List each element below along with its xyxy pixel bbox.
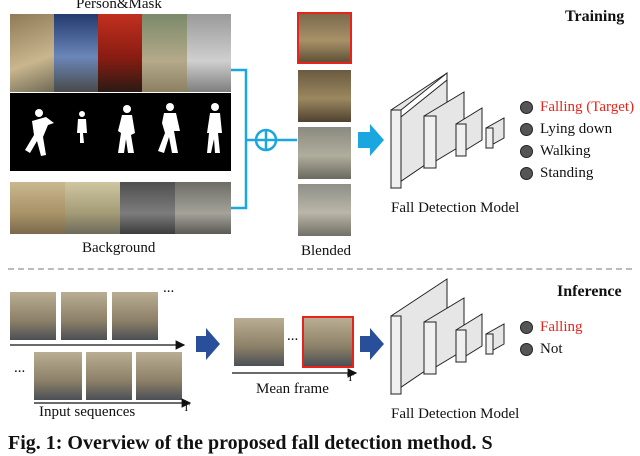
background-photo <box>120 182 175 234</box>
training-title: Training <box>565 8 625 25</box>
inference-title: Inference <box>557 283 622 300</box>
class-item-falling: Falling <box>520 316 583 338</box>
input-frame <box>86 352 132 400</box>
input-frame <box>61 292 107 340</box>
class-label: Lying down <box>540 120 613 137</box>
class-item-lying-down: Lying down <box>520 118 634 140</box>
person-photo <box>98 14 142 92</box>
class-item-standing: Standing <box>520 162 634 184</box>
silhouette-masks <box>25 103 222 156</box>
training-arrow-icon <box>358 124 384 156</box>
bullet-dot-icon <box>520 166 533 180</box>
inference-model-label: Fall Detection Model <box>391 406 520 422</box>
background-label: Background <box>82 240 156 256</box>
class-label: Falling (Target) <box>540 98 635 115</box>
input-sequences-label: Input sequences <box>39 404 136 420</box>
mask-strip <box>10 93 231 171</box>
ellipsis: ... <box>14 360 26 376</box>
training-model-icon <box>390 71 505 189</box>
inference-class-list: Falling Not <box>520 316 583 360</box>
class-item-not: Not <box>520 338 583 360</box>
bullet-dot-icon <box>520 122 533 136</box>
section-divider <box>8 268 632 270</box>
class-label: Not <box>540 340 563 357</box>
background-photo <box>65 182 120 234</box>
figure-caption: Fig. 1: Overview of the proposed fall de… <box>8 432 493 454</box>
blended-target-frame <box>297 12 352 64</box>
time-axis-label: T <box>183 402 190 414</box>
inference-model-icon <box>390 278 505 395</box>
inference-arrow-icon <box>360 328 384 360</box>
class-label: Standing <box>540 164 594 181</box>
blended-frame <box>298 184 351 236</box>
blended-label: Blended <box>301 243 351 259</box>
input-frame <box>10 292 56 340</box>
bullet-dot-icon <box>520 144 533 158</box>
background-photo-strip <box>10 182 231 234</box>
class-label: Falling <box>540 318 583 335</box>
background-photo <box>10 182 65 234</box>
mean-frame <box>234 318 284 366</box>
person-mask-label: Person&Mask <box>76 0 162 12</box>
bullet-dot-icon <box>520 100 533 114</box>
class-label: Walking <box>540 142 591 159</box>
time-axis-label: T <box>347 372 354 384</box>
input-frame <box>136 352 182 400</box>
input-frame <box>34 352 82 400</box>
ellipsis: ... <box>287 328 299 344</box>
mean-frame-label: Mean frame <box>256 381 329 397</box>
blended-frame <box>298 127 351 179</box>
inference-arrow-icon <box>196 328 220 360</box>
class-item-falling-target: Falling (Target) <box>520 96 634 118</box>
person-photo-strip <box>10 14 231 92</box>
training-model-label: Fall Detection Model <box>391 200 520 216</box>
training-class-list: Falling (Target) Lying down Walking Stan… <box>520 96 634 184</box>
mean-frame-highlight <box>302 316 354 368</box>
class-item-walking: Walking <box>520 140 634 162</box>
person-photo <box>10 14 54 92</box>
person-photo <box>54 14 98 92</box>
bullet-dot-icon <box>520 320 533 334</box>
background-photo <box>175 182 231 234</box>
input-frame <box>112 292 158 340</box>
blended-frame <box>298 70 351 122</box>
person-photo <box>187 14 231 92</box>
person-photo <box>142 14 187 92</box>
ellipsis: ... <box>163 280 175 296</box>
bullet-dot-icon <box>520 342 533 356</box>
blend-plus-icon <box>254 128 278 152</box>
